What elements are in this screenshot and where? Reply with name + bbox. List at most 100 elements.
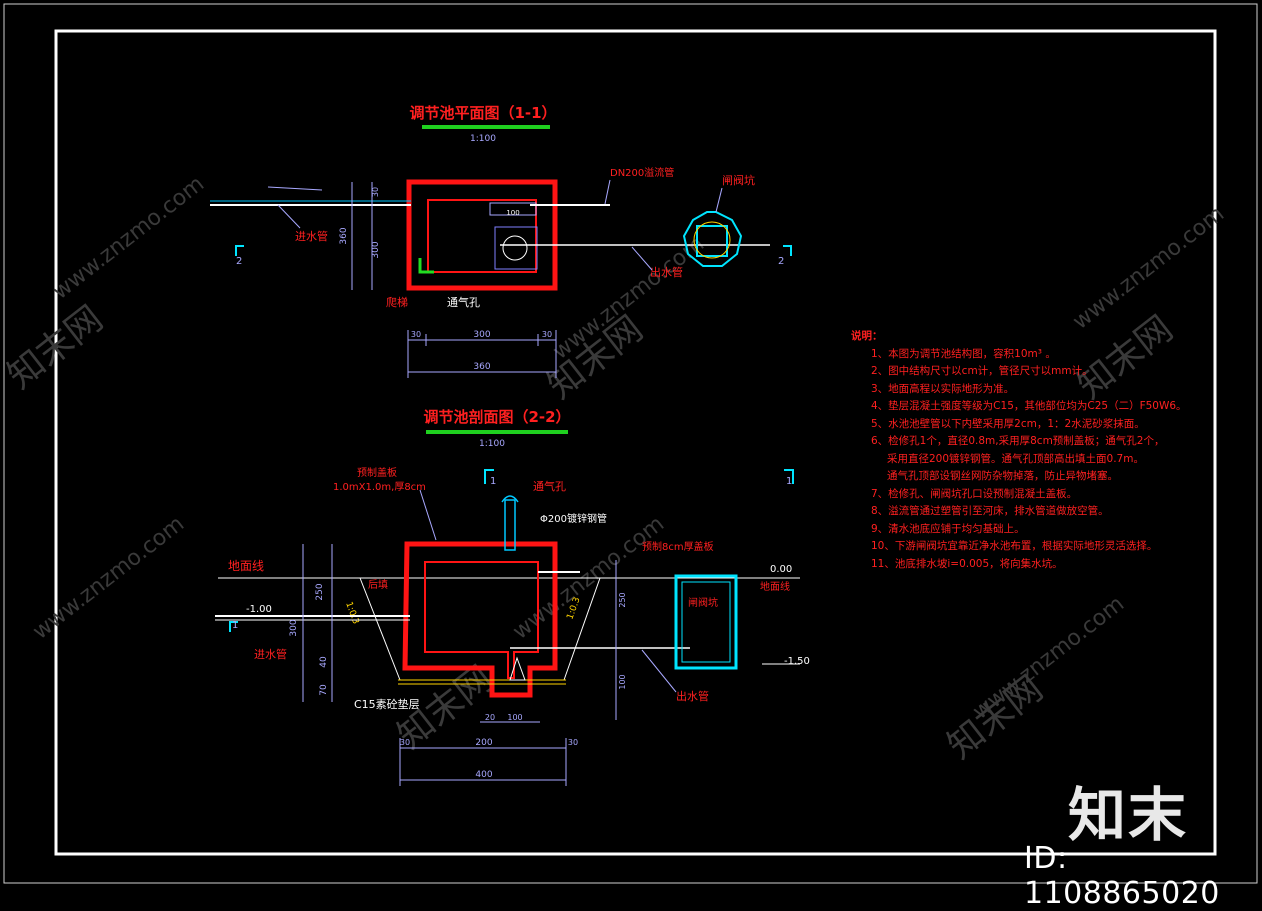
plan-section-label-left: 2: [236, 256, 242, 267]
section-vent-cap: [501, 495, 519, 503]
section-gate-label: 闸阀坑: [688, 596, 718, 609]
section-mark-left: [484, 469, 494, 484]
section-mark-left-label: 1: [490, 476, 496, 487]
plan-section-mark-right: [783, 245, 792, 256]
section-elev-0: 0.00: [770, 564, 792, 575]
section-dim-100: 100: [507, 713, 522, 722]
note-line: 采用直径200镀锌钢管。通气孔顶部高出填土面0.7m。: [887, 452, 1144, 465]
plan-title: 调节池平面图（1-1）: [409, 104, 556, 122]
plan-section-mark-left: [235, 245, 244, 256]
note-line: 7、检修孔、闸阀坑孔口设预制混凝土盖板。: [871, 487, 1078, 500]
note-line: 通气孔顶部设钢丝网防杂物掉落，防止异物堵塞。: [887, 470, 1118, 482]
note-line: 2、图中结构尺寸以cm计，管径尺寸以mm计。: [871, 365, 1093, 377]
section-inlet-label: 进水管: [254, 647, 287, 661]
plan-manhole: [494, 226, 538, 270]
section-slope-left: [359, 577, 401, 681]
plan-leader: [715, 187, 723, 213]
section-dim-250: 250: [315, 583, 325, 600]
plan-dim-h30: 30: [542, 330, 552, 339]
section-inlet-elev: -1.00: [246, 604, 272, 615]
section-dim-100b: 100: [618, 674, 627, 689]
watermark-id: ID: 1108865020: [1024, 841, 1220, 911]
section-dim-40: 40: [319, 656, 329, 668]
plan-dim-v30: 30: [371, 187, 380, 197]
section-ground-right-label: 地面线: [760, 580, 790, 593]
section-view: 调节池剖面图（2-2） 1:100 地面线 1:0.3 1:0.3 通气孔 Φ2…: [215, 408, 810, 786]
note-line: 3、地面高程以实际地形为准。: [871, 382, 1015, 395]
section-cover-label: 预制盖板: [357, 466, 397, 479]
section-wall-label: 后填: [368, 578, 388, 591]
plan-leader: [631, 246, 653, 271]
plan-inlet-label: 进水管: [295, 229, 328, 243]
section-gate-well: [674, 574, 738, 670]
section-valve: [509, 656, 526, 681]
section-mark-right-label: 1: [786, 476, 792, 487]
plan-dim-h300: 300: [473, 330, 490, 340]
note-line: 10、下游闸阀坑宜靠近净水池布置，根据实际地形灵活选择。: [871, 540, 1158, 552]
note-line: 6、检修孔1个，直径0.8m,采用厚8cm预制盖板；通气孔2个，: [871, 435, 1165, 447]
section-leader: [419, 489, 437, 541]
section-elev-bottom: -1.50: [784, 656, 810, 667]
plan-dim-100: 100: [506, 209, 519, 217]
section-vent-pipe-label: Φ200镀锌钢管: [540, 512, 607, 525]
section-ground-label: 地面线: [228, 559, 264, 573]
note-line: 11、池底排水坡i=0.005，将向集水坑。: [871, 557, 1063, 570]
notes-title: 说明：: [851, 330, 883, 342]
watermark-site: www.znzmo.com: [48, 171, 209, 304]
note-line: 1、本图为调节池结构图，容积10m³ 。: [871, 347, 1056, 360]
plan-outlet-label: 出水管: [650, 265, 683, 279]
section-vent-pipe: [504, 499, 516, 551]
note-line: 8、溢流管通过塑管引至河床，排水管道做放空管。: [871, 505, 1109, 517]
inner-border: [54, 29, 1217, 856]
plan-section-label-right: 2: [778, 256, 784, 267]
plan-dimensions: [351, 182, 557, 378]
section-title: 调节池剖面图（2-2）: [423, 408, 570, 426]
watermark-site: www.znzmo.com: [28, 511, 189, 644]
section-cover-spec: 1.0mX1.0m,厚8cm: [333, 481, 426, 493]
plan-ladder-label: 爬梯: [386, 296, 408, 309]
plan-tank-inner: [427, 199, 537, 273]
section-dim-30: 30: [400, 738, 410, 747]
section-tank-inner: [424, 561, 539, 679]
plan-vent-label: 通气孔: [447, 295, 480, 309]
plan-gate-well-inner: [696, 225, 728, 257]
section-gate-well-inner: [681, 581, 731, 663]
design-notes: 说明： 1、本图为调节池结构图，容积10m³ 。 2、图中结构尺寸以cm计，管径…: [851, 328, 1187, 573]
plan-dim-h30: 30: [411, 330, 421, 339]
plan-gate-label: 闸阀坑: [722, 173, 755, 187]
section-outlet-label: 出水管: [676, 689, 709, 703]
plan-overflow-box: [489, 202, 537, 216]
plan-tank-wall: [406, 179, 558, 291]
plan-leader: [267, 186, 323, 191]
plan-view: 调节池平面图（1-1） 1:100 进水管 DN200溢流管 闸阀坑 出水管 爬…: [210, 104, 792, 378]
section-dim-20: 20: [485, 713, 495, 722]
section-vent-label: 通气孔: [533, 479, 566, 493]
watermark-logo: 知末: [1068, 781, 1189, 849]
plan-gate-well: [682, 211, 743, 267]
plan-gate-circle: [693, 221, 731, 259]
section-cushion-label: C15素砼垫层: [354, 697, 420, 711]
section-mark-inlet: [229, 621, 238, 632]
section-tank-wall: [402, 541, 558, 698]
section-mark-inlet-label: 1: [232, 620, 238, 631]
section-slope-right: [563, 577, 601, 681]
section-dim-300: 300: [289, 619, 299, 636]
section-scale: 1:100: [479, 439, 505, 449]
section-leader: [641, 649, 677, 693]
plan-leader: [604, 179, 611, 205]
section-dim-30: 30: [568, 738, 578, 747]
section-dim-400: 400: [475, 770, 492, 780]
plan-dim-h360: 360: [473, 362, 490, 372]
plan-dim-v300: 300: [371, 241, 381, 258]
section-dim-250-right: 250: [618, 592, 627, 607]
plan-vent-circle: [502, 235, 528, 261]
note-line: 5、水池池壁管以下内壁采用厚2cm，1：2水泥砂浆抹面。: [871, 417, 1145, 430]
outer-border: [3, 3, 1258, 884]
section-dim-70: 70: [319, 684, 329, 696]
section-slab-label: 预制8cm厚盖板: [642, 540, 714, 553]
plan-dim-v360: 360: [339, 227, 349, 244]
section-dimensions: [302, 544, 617, 786]
note-line: 9、清水池底应铺于均匀基础上。: [871, 522, 1025, 535]
